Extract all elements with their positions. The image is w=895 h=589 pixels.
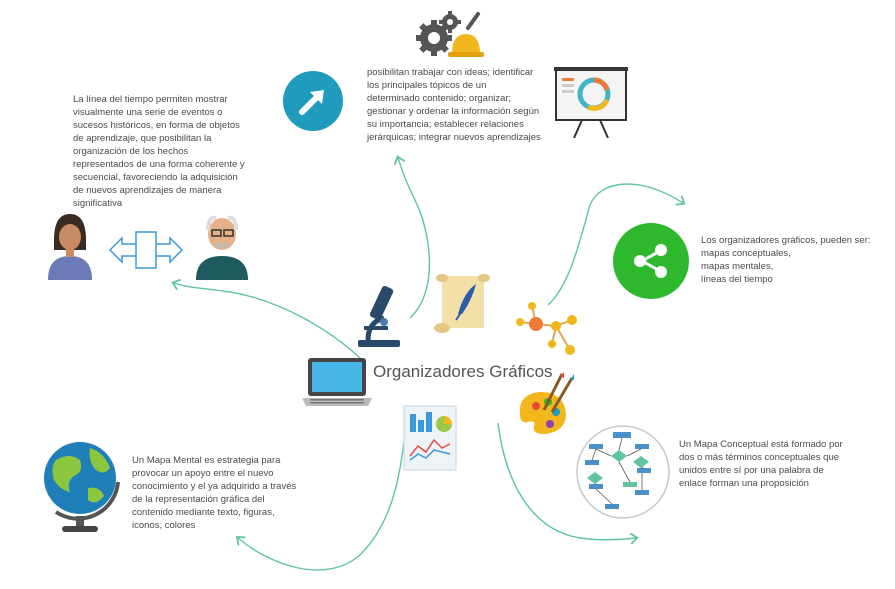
palette-icon <box>519 372 574 434</box>
gears-helmet-icon <box>416 11 484 57</box>
conceptmap-text: Un Mapa Conceptual está formado por dos … <box>679 439 843 489</box>
arrow-to-conceptmap <box>497 422 636 540</box>
molecule-icon <box>516 302 577 355</box>
globe-icon <box>44 442 120 532</box>
arrow-circle-icon <box>283 71 343 131</box>
flowchart-icon <box>576 425 670 519</box>
microscope-icon <box>358 285 400 347</box>
diagram-title: Organizadores Gráficos <box>373 362 553 381</box>
share-icon <box>613 223 689 299</box>
scroll-quill-icon <box>434 274 490 333</box>
arrow-to-top <box>398 158 431 319</box>
people-exchange-icon <box>48 214 248 280</box>
timeline-text: La línea del tiempo permiten mostrar vis… <box>73 94 245 209</box>
mindmap-text: Un Mapa Mental es estrategia para provoc… <box>132 455 297 531</box>
arrow-to-timeline <box>174 283 361 359</box>
types-text: Los organizadores gráficos, pueden ser: … <box>701 235 871 285</box>
arrow-to-mindmap <box>238 434 406 571</box>
laptop-icon <box>302 358 372 406</box>
presentation-board-icon <box>554 67 628 138</box>
report-icon <box>403 405 457 471</box>
arrow-to-types <box>547 183 683 306</box>
top-text: posibilitan trabajar con ideas; identifi… <box>367 67 541 143</box>
